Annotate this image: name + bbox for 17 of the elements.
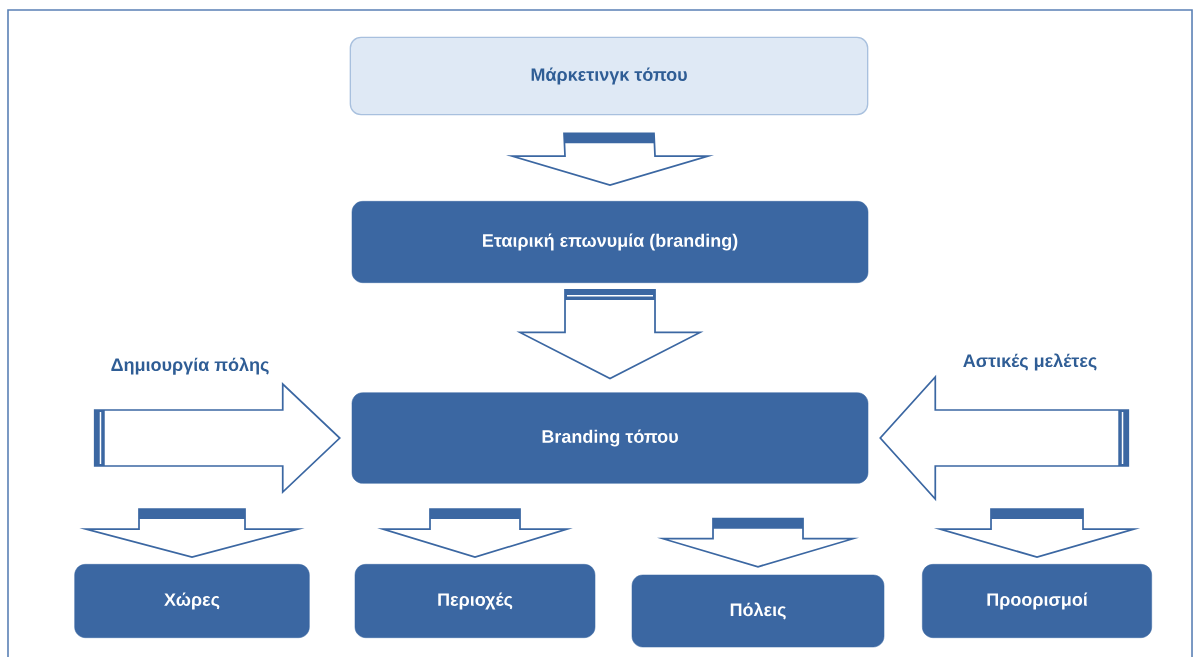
- process-box: Εταιρική επωνυμία (branding): [351, 201, 869, 283]
- block-arrow: [506, 132, 714, 186]
- process-box: Προορισμοί: [922, 564, 1152, 638]
- process-box: Branding τόπου: [351, 392, 869, 484]
- edge-label: Αστικές μελέτες: [961, 352, 1099, 372]
- block-arrow: [377, 508, 573, 558]
- block-arrow: [93, 382, 341, 495]
- edge-label: Δημιουργία πόλης: [109, 356, 271, 376]
- process-box: Πόλεις: [631, 574, 885, 648]
- process-box: Χώρες: [74, 564, 310, 638]
- block-arrow: [933, 508, 1141, 558]
- block-arrow: [657, 517, 859, 568]
- block-arrow: [879, 374, 1130, 502]
- process-box: Περιοχές: [354, 564, 596, 638]
- block-arrow: [516, 289, 704, 380]
- block-arrow: [79, 508, 305, 558]
- process-box: Μάρκετινγκ τόπου: [349, 36, 869, 116]
